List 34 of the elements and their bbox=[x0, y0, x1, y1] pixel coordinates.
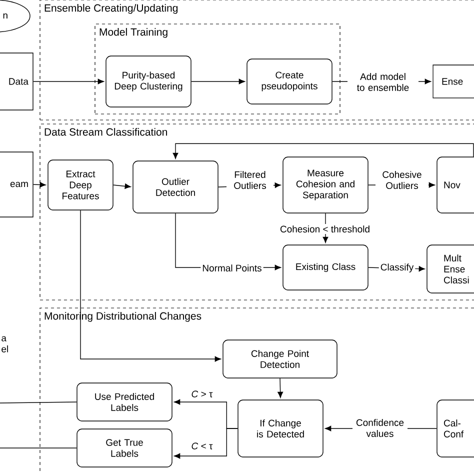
process-box: Existing Class bbox=[282, 244, 368, 290]
process-box: Outlier Detection bbox=[132, 160, 218, 214]
arrow bbox=[33, 78, 104, 84]
edge-label: Cohesion < threshold bbox=[278, 224, 372, 234]
process-box: Measure Cohesion and Separation bbox=[282, 156, 368, 214]
process-box: Mult Ense Classi bbox=[426, 244, 474, 294]
process-box: Extract Deep Features bbox=[48, 160, 114, 210]
process-box: Use Predicted Labels bbox=[76, 382, 172, 422]
arrow bbox=[80, 210, 221, 362]
process-box: If Change is Detected bbox=[238, 400, 324, 458]
data-box: Ense bbox=[432, 64, 474, 98]
process-box: Get True Labels bbox=[76, 428, 172, 468]
edge-label: C < τ bbox=[190, 441, 214, 451]
data-box: eam bbox=[0, 152, 34, 218]
arrow bbox=[33, 182, 46, 188]
arrow bbox=[191, 78, 245, 84]
process-box: Cal- Conf bbox=[436, 400, 474, 458]
edge-label: Classify bbox=[378, 262, 416, 274]
arrow bbox=[113, 184, 131, 189]
data-box: Data bbox=[0, 52, 34, 110]
edge-label: Confidence values bbox=[352, 418, 408, 438]
edge-label: Add model to ensemble bbox=[348, 72, 418, 92]
arrow bbox=[174, 428, 238, 459]
arrow bbox=[278, 378, 284, 398]
process-box: Create pseudopoints bbox=[246, 58, 332, 104]
edge-label: C > τ bbox=[190, 389, 214, 399]
process-box: Nov bbox=[436, 156, 474, 214]
arrow bbox=[172, 143, 474, 159]
edge-label: Filtered Outliers bbox=[226, 170, 274, 190]
edge-label: Normal Points bbox=[200, 263, 264, 273]
edge-label: Cohesive Outliers bbox=[376, 170, 428, 190]
process-box: Purity-based Deep Clustering bbox=[106, 56, 192, 108]
side-note: a el bbox=[2, 336, 8, 352]
process-box: Change Point Detection bbox=[222, 340, 338, 378]
